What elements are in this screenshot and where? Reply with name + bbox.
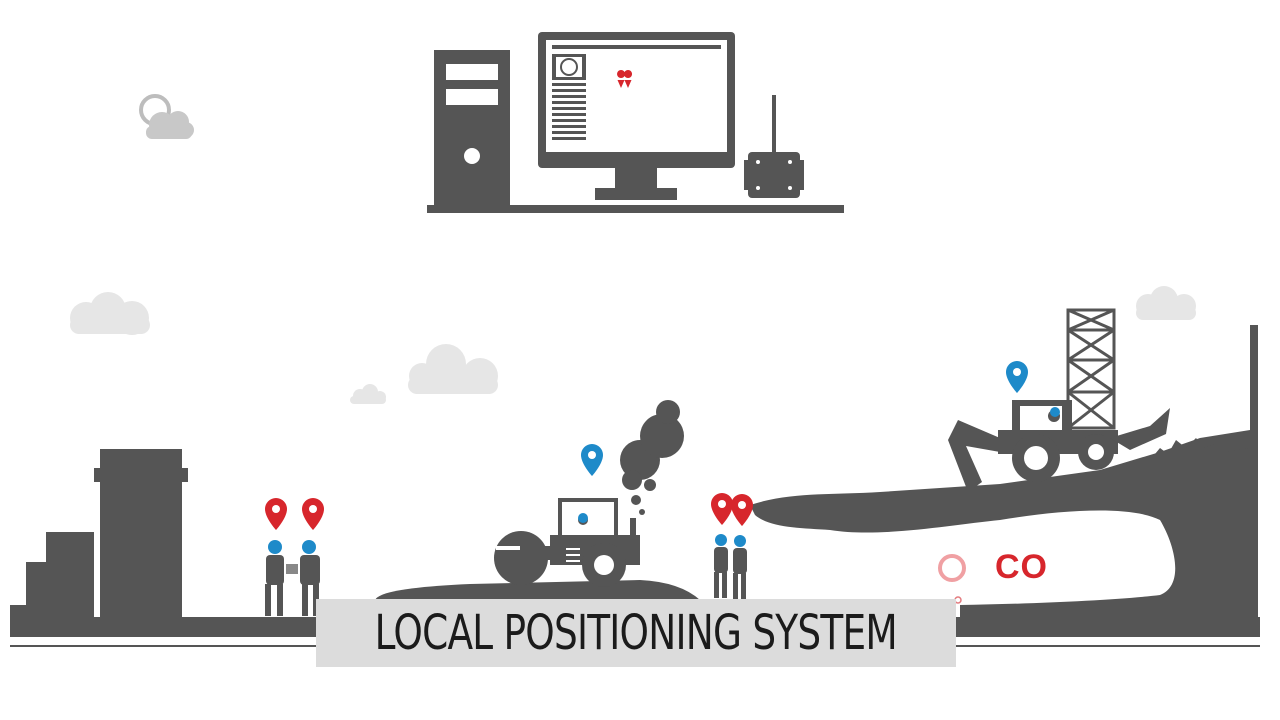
worker-icon — [1050, 407, 1060, 417]
caption-title: LOCAL POSITIONING SYSTEM — [374, 605, 898, 661]
cloud-icon — [70, 292, 150, 335]
monitor-icon — [538, 32, 735, 200]
worker-icon — [286, 540, 320, 616]
screen-pin-icon — [617, 70, 633, 88]
cloud-icon — [139, 94, 194, 139]
location-pin-icon — [581, 444, 603, 476]
backhoe-loader-icon — [948, 400, 1170, 492]
location-pin-icon — [265, 498, 287, 530]
drill-tower-icon — [1066, 308, 1116, 430]
location-pin-icon — [731, 494, 753, 526]
gateway-antenna-icon — [744, 95, 804, 198]
location-pin-icon — [1006, 361, 1028, 393]
gas-label: CO — [995, 548, 1048, 586]
workstation — [427, 32, 844, 213]
building — [10, 449, 188, 619]
caption-bar: LOCAL POSITIONING SYSTEM — [316, 599, 956, 667]
worker-icon — [714, 534, 728, 598]
smoke-icon — [620, 400, 684, 515]
desk-surface — [427, 205, 844, 213]
road-roller-icon — [494, 498, 640, 587]
worker-icon — [265, 540, 284, 616]
tunnel-hill — [750, 420, 1258, 620]
mound — [375, 580, 700, 600]
gas-sensor-icon — [938, 554, 966, 604]
cloud-icon — [1136, 286, 1196, 320]
location-pin-icon — [711, 493, 733, 525]
cloud-icon — [408, 344, 498, 394]
worker-icon — [578, 513, 588, 523]
cloud-icon — [350, 384, 386, 404]
location-pin-icon — [302, 498, 324, 530]
computer-tower-icon — [434, 50, 510, 205]
worker-icon — [733, 535, 747, 599]
